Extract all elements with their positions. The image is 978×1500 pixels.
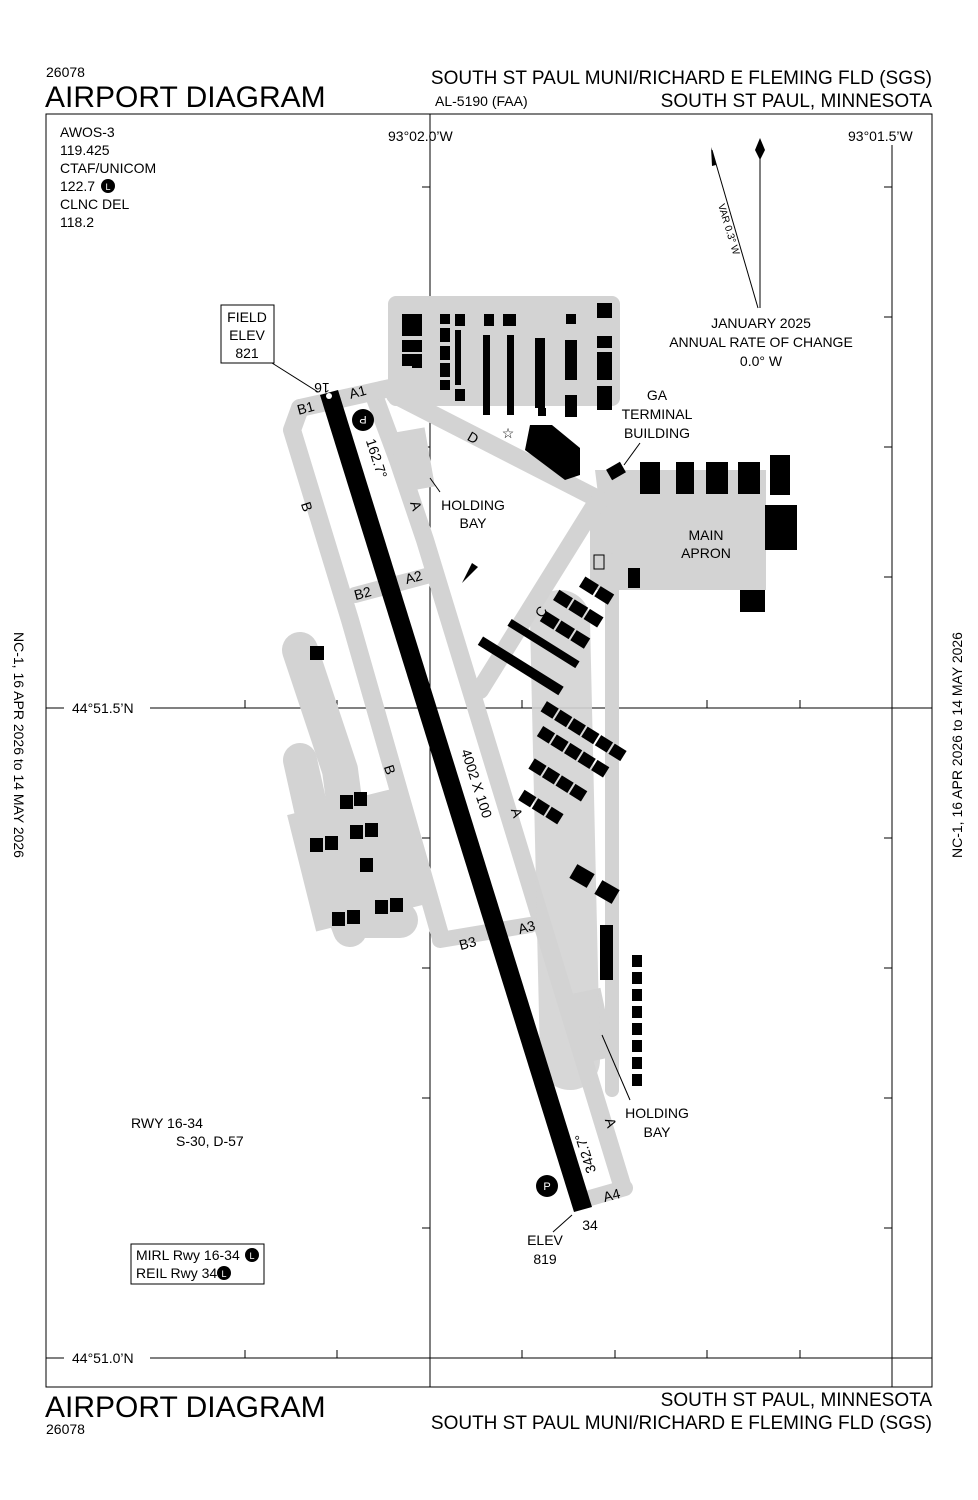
magnetic-variation: VAR 0.3° W — [715, 203, 741, 257]
svg-text:B1: B1 — [295, 398, 316, 418]
buildings — [310, 303, 797, 1086]
svg-text:CLNC DEL: CLNC DEL — [60, 196, 129, 212]
ga-terminal-label2: TERMINAL — [622, 406, 693, 422]
parking-south-icon: P — [536, 1175, 558, 1197]
airport-name: SOUTH ST PAUL MUNI/RICHARD E FLEMING FLD… — [431, 68, 932, 89]
beacon-star-icon: ☆ — [502, 425, 515, 441]
taxiway-labels: A1 B1 A B A2 B2 C D B A A3 B3 A A4 — [295, 382, 622, 1205]
svg-text:B3: B3 — [457, 933, 478, 953]
svg-text:A3: A3 — [516, 917, 537, 937]
holding-bay-south-label2: BAY — [644, 1124, 672, 1140]
windcone-icon — [462, 563, 478, 583]
annual-rate-value: 0.0° W — [740, 353, 783, 369]
svg-text:118.2: 118.2 — [60, 214, 94, 230]
runway-info-strength: S-30, D-57 — [176, 1133, 244, 1149]
svg-text:A4: A4 — [601, 1185, 622, 1205]
chart-number: 26078 — [46, 64, 85, 80]
chart-title: AIRPORT DIAGRAM — [45, 81, 326, 114]
runway-info-rwy: RWY 16-34 — [131, 1115, 203, 1131]
svg-text:L: L — [249, 1251, 254, 1261]
procedure-id: AL-5190 (FAA) — [435, 93, 528, 109]
runway-end-34: 34 — [582, 1217, 598, 1233]
field-elev-box — [220, 304, 275, 364]
svg-text:122.7: 122.7 — [60, 178, 95, 194]
lighting-note-reil: REIL Rwy 34 — [136, 1265, 217, 1281]
svg-text:B2: B2 — [352, 583, 373, 603]
left-margin-dates: NC-1, 16 APR 2026 to 14 MAY 2026 — [11, 632, 27, 858]
runway-end-light — [326, 393, 332, 399]
north-arrow-icon — [711, 138, 765, 309]
field-elev-label2: ELEV — [229, 327, 265, 343]
footer-title: AIRPORT DIAGRAM — [45, 1391, 326, 1424]
longitude-west-label: 93°02.0’W — [388, 128, 454, 144]
svg-text:119.425: 119.425 — [60, 142, 110, 158]
svg-text:A1: A1 — [347, 382, 368, 402]
svg-text:A2: A2 — [403, 567, 424, 587]
magnetic-date: JANUARY 2025 — [711, 315, 811, 331]
svg-text:L: L — [221, 1269, 226, 1279]
main-apron-label1: MAIN — [689, 527, 724, 543]
fuel-icon — [593, 554, 605, 570]
holding-bay-north-label1: HOLDING — [441, 497, 505, 513]
holding-bay-south-label1: HOLDING — [625, 1105, 689, 1121]
field-elev-leader — [271, 362, 319, 393]
field-elev-value: 821 — [235, 345, 259, 361]
diagram-frame — [45, 113, 933, 1388]
elev-south-value: 819 — [533, 1251, 557, 1267]
lighting-notes-box — [130, 1243, 265, 1285]
runway-end-16: 16 — [314, 380, 330, 396]
main-apron-label2: APRON — [681, 545, 731, 561]
right-margin-dates: NC-1, 16 APR 2026 to 14 MAY 2026 — [949, 632, 965, 858]
svg-text:CTAF/UNICOM: CTAF/UNICOM — [60, 160, 156, 176]
field-elev-label1: FIELD — [227, 309, 267, 325]
footer-city-state: SOUTH ST PAUL, MINNESOTA — [661, 1390, 933, 1411]
frequency-list: AWOS-3 119.425 CTAF/UNICOM 122.7 L CLNC … — [60, 124, 156, 230]
footer-airport-name: SOUTH ST PAUL MUNI/RICHARD E FLEMING FLD… — [431, 1413, 932, 1434]
ga-terminal-label3: BUILDING — [624, 425, 690, 441]
annual-rate-label: ANNUAL RATE OF CHANGE — [669, 334, 853, 350]
taxiway-network — [282, 296, 766, 1206]
ga-terminal-label1: GA — [647, 387, 668, 403]
lat-lon-grid — [46, 114, 932, 1387]
lighting-l-icon — [245, 1248, 259, 1262]
longitude-east-label: 93°01.5’W — [848, 128, 914, 144]
lighting-l-icon — [101, 179, 115, 193]
footer-chart-number: 26078 — [46, 1421, 85, 1437]
svg-text:P: P — [543, 1181, 550, 1193]
latitude-bottom-label: 44°51.0’N — [72, 1350, 134, 1366]
svg-text:AWOS-3: AWOS-3 — [60, 124, 115, 140]
svg-text:P: P — [359, 413, 366, 425]
latitude-mid-label: 44°51.5’N — [72, 700, 134, 716]
parking-north-icon: P — [352, 409, 374, 431]
lighting-note-mirl: MIRL Rwy 16-34 — [136, 1247, 240, 1263]
svg-text:L: L — [105, 182, 110, 192]
runway-16-34 — [320, 390, 592, 1212]
city-state: SOUTH ST PAUL, MINNESOTA — [661, 91, 933, 112]
lighting-l-icon — [217, 1266, 231, 1280]
elev-south-label: ELEV — [527, 1232, 563, 1248]
holding-bay-north-label2: BAY — [460, 515, 488, 531]
